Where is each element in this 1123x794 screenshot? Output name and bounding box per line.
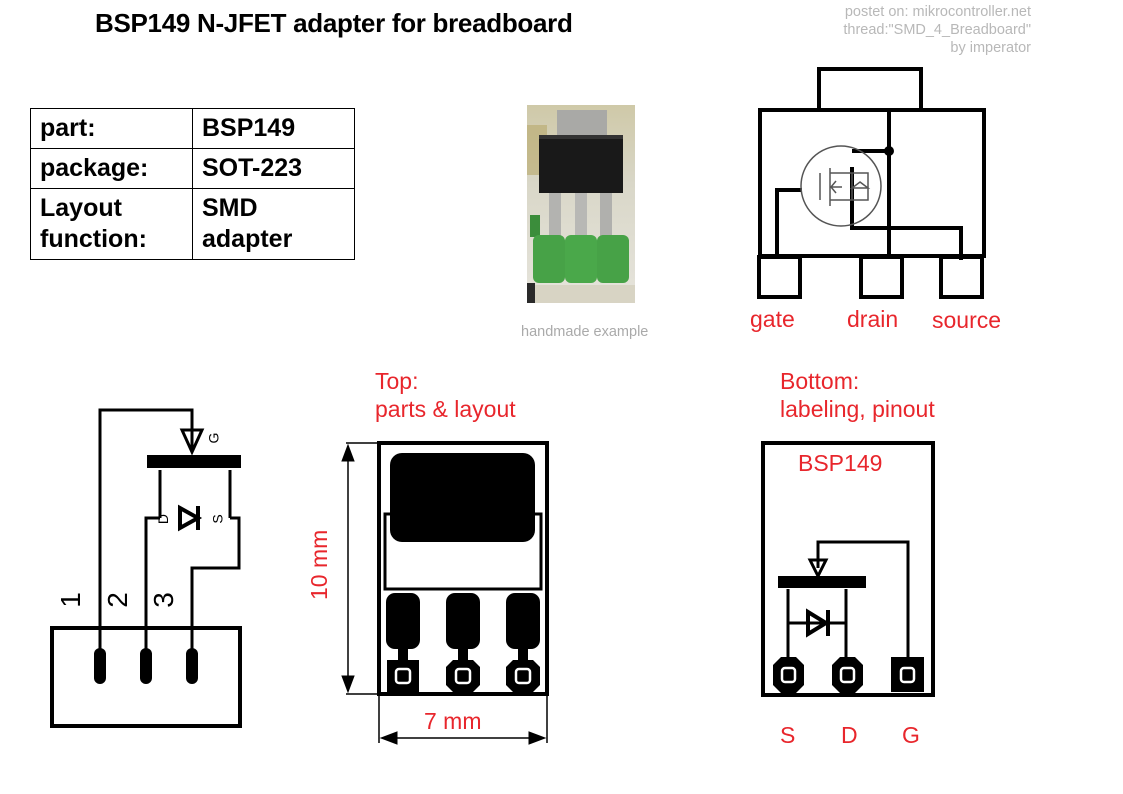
table-value: SMD adapter: [192, 188, 355, 260]
drain-pad: [832, 657, 863, 693]
channel-bar: [147, 455, 241, 468]
terminal-label-source: S: [209, 514, 226, 524]
bottom-part-label: BSP149: [798, 450, 883, 476]
table-row: part: BSP149: [30, 108, 355, 149]
terminal-label-gate: G: [205, 432, 222, 444]
gate-trace: [775, 188, 802, 256]
table-key-line: Layout: [40, 194, 122, 222]
pin-pad-drain: [859, 255, 904, 299]
lead-pad-1: [386, 593, 420, 649]
credit-line-3: by imperator: [950, 40, 1031, 56]
top-view-layout: [341, 441, 549, 745]
pin-1-slot: [94, 648, 106, 684]
table-value: SOT-223: [192, 148, 355, 189]
pin-number-3: 3: [147, 592, 179, 608]
jfet-schematic: [50, 408, 242, 728]
pin-label-source: source: [932, 307, 1002, 333]
bottom-view-heading-line-2: labeling, pinout: [780, 396, 935, 422]
pin-label-d: D: [841, 722, 858, 748]
mosfet-symbol-icon: [800, 145, 882, 227]
table-key: Layout function:: [30, 188, 193, 260]
diode-icon: [806, 608, 830, 638]
source-pad: [773, 657, 804, 693]
table-value-line: adapter: [202, 225, 293, 253]
pin-label-s: S: [780, 722, 796, 748]
pin-label-drain: drain: [847, 306, 899, 332]
table-key: part:: [30, 108, 193, 149]
pin-pad-source: [939, 255, 984, 299]
board-outline: [377, 441, 549, 696]
drain-wire: [144, 516, 160, 662]
height-dimension: [346, 442, 379, 695]
bottom-view-heading-line-1: Bottom:: [780, 368, 860, 394]
top-view-heading: Top: parts & layout: [375, 367, 516, 423]
width-dimension-label: 7 mm: [424, 708, 482, 734]
package-body: [758, 108, 986, 258]
credit-line-2: thread:"SMD_4_Breadboard": [843, 22, 1031, 38]
pin-pad-gate: [757, 255, 802, 299]
package-tab: [817, 67, 923, 112]
table-row: package: SOT-223: [30, 148, 355, 189]
table-value: BSP149: [192, 108, 355, 149]
table-key: package:: [30, 148, 193, 189]
height-dimension-label: 10 mm: [306, 529, 332, 600]
top-view-heading-line-2: parts & layout: [375, 396, 516, 422]
bottom-view-heading: Bottom: labeling, pinout: [780, 367, 935, 423]
pin-2-slot: [140, 648, 152, 684]
top-view-heading-line-1: Top:: [375, 368, 419, 394]
gate-arrow-icon: [807, 558, 829, 580]
through-hole-pad-3: [506, 660, 540, 692]
pin-number-2: 2: [101, 592, 133, 608]
terminal-label-drain: D: [155, 513, 172, 525]
table-row: Layout function: SMD adapter: [30, 188, 355, 260]
channel-bar: [778, 576, 866, 588]
credit-line-1: postet on: mikrocontroller.net: [844, 4, 1031, 20]
table-key-line: function:: [40, 225, 147, 253]
diode-icon: [178, 504, 203, 532]
gate-pad: [891, 657, 924, 692]
lead-pad-3: [506, 593, 540, 649]
gate-arrow-icon: [179, 428, 205, 456]
photo-caption: handmade example: [521, 324, 649, 340]
board-outline: [761, 441, 935, 697]
through-hole-pad-1: [387, 660, 419, 692]
width-dimension: [378, 694, 548, 743]
credit-note: postet on: mikrocontroller.net thread:"S…: [843, 3, 1031, 57]
info-table: part: BSP149 package: SOT-223 Layout fun…: [30, 108, 355, 260]
pin-3-slot: [186, 648, 198, 684]
bottom-view-layout: [761, 441, 935, 697]
handmade-example-photo: [527, 105, 635, 303]
through-hole-pad-2: [446, 660, 480, 692]
tab-pad: [390, 453, 535, 542]
lead-pad-2: [446, 593, 480, 649]
junction-dot: [884, 146, 894, 156]
gate-trace: [816, 540, 910, 665]
source-wire: [190, 516, 241, 662]
pin-label-gate: gate: [750, 306, 795, 332]
pin-label-g: G: [902, 722, 920, 748]
package-pinout-diagram: [757, 67, 986, 299]
page-title: BSP149 N-JFET adapter for breadboard: [95, 8, 573, 38]
table-value-line: SMD: [202, 194, 258, 222]
pin-number-1: 1: [54, 592, 86, 608]
